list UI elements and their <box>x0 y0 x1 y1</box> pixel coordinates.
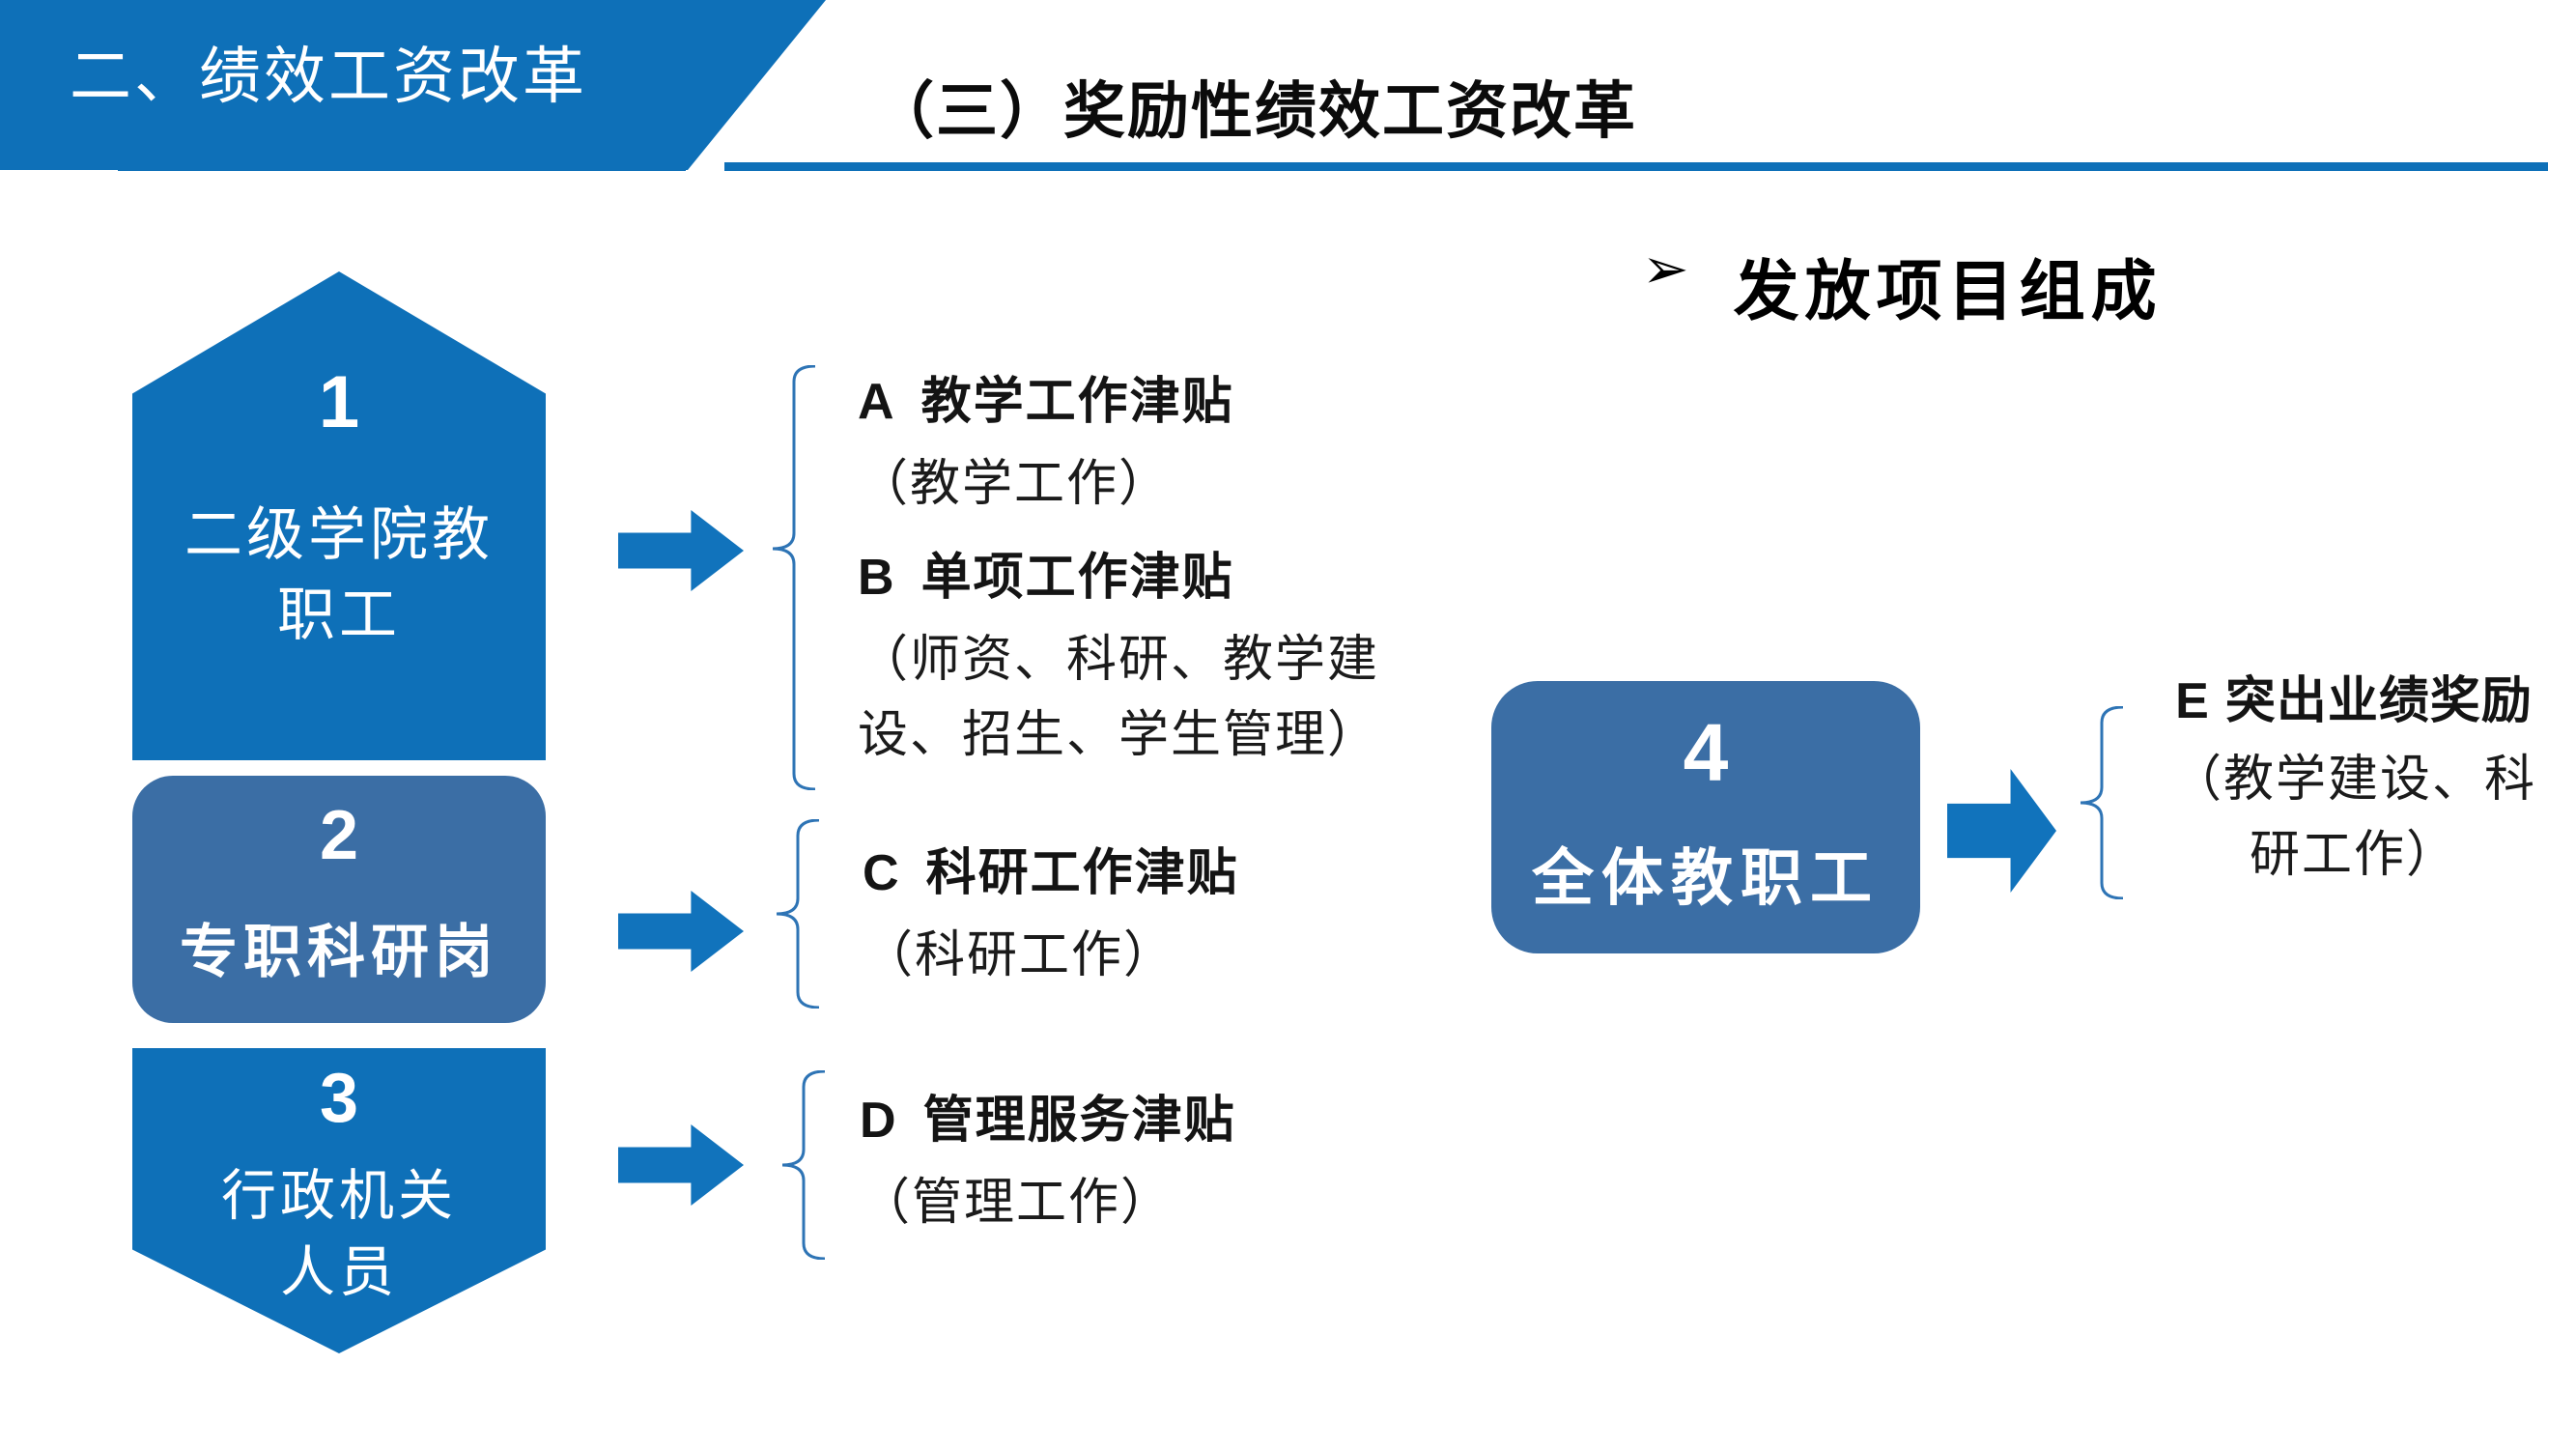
stage-number: 2 <box>319 797 359 874</box>
stage-number: 1 <box>318 361 360 443</box>
stage-shape-4-rounded-box: 4 全体教职工 <box>1491 681 1920 953</box>
allowance-detail: （管理工作） <box>860 1175 1174 1231</box>
allowance-title: D 管理服务津贴 <box>860 1095 1236 1146</box>
allowance-title-text: 突出业绩奖励 <box>2224 673 2533 729</box>
section-banner-label: 二、绩效工资改革 <box>70 42 587 111</box>
stage-shape-3-arrow-down: 3 行政机关人员 <box>132 1048 546 1353</box>
section-header: ➢ 发放项目组成 <box>1642 238 2163 333</box>
right-arrow-icon <box>618 891 744 972</box>
allowance-item-b: B 单项工作津贴 （师资、科研、教学建设、招生、学生管理） <box>858 553 1423 773</box>
title-underline <box>118 162 2548 171</box>
curly-brace-icon <box>2081 706 2125 899</box>
stage-shape-1-pentagon-up: 1 二级学院教职工 <box>132 271 546 760</box>
curly-brace-icon <box>777 819 821 1009</box>
section-header-title: 发放项目组成 <box>1733 255 2163 328</box>
curly-brace-icon <box>782 1070 827 1260</box>
arrowhead-bullet-icon: ➢ <box>1642 238 1689 300</box>
allowance-detail: （教学工作） <box>858 456 1172 512</box>
curly-brace-icon <box>773 365 817 790</box>
stage-label: 专职科研岗 <box>180 920 498 984</box>
right-arrow-icon <box>618 510 744 591</box>
allowance-letter: A <box>858 374 896 430</box>
stage-number: 3 <box>319 1060 359 1137</box>
allowance-detail: （科研工作） <box>863 927 1176 983</box>
allowance-detail: （教学建设、科研工作） <box>2170 752 2536 883</box>
stage-label: 行政机关人员 <box>221 1165 457 1303</box>
allowance-title-text: 科研工作津贴 <box>925 845 1239 901</box>
allowance-item-a: A 教学工作津贴 （教学工作） <box>858 377 1234 522</box>
right-arrow-icon <box>1947 769 2056 893</box>
stage-label: 二级学院教职工 <box>184 502 494 647</box>
allowance-title-text: 单项工作津贴 <box>920 550 1234 606</box>
underline-diagonal-gap <box>686 157 724 176</box>
stage-number: 4 <box>1683 707 1729 798</box>
section-banner: 二、绩效工资改革 <box>0 0 826 170</box>
allowance-detail: （师资、科研、教学建设、招生、学生管理） <box>858 632 1380 763</box>
allowance-title: C 科研工作津贴 <box>863 848 1239 898</box>
allowance-title-text: 教学工作津贴 <box>920 374 1234 430</box>
allowance-title: B 单项工作津贴 <box>858 553 1423 603</box>
allowance-letter: C <box>863 845 901 901</box>
allowance-letter: E <box>2175 673 2210 729</box>
stage-shape-2-rounded-box: 2 专职科研岗 <box>132 776 546 1023</box>
page-title: （三）奖励性绩效工资改革 <box>872 76 1637 146</box>
allowance-letter: B <box>858 550 896 606</box>
right-arrow-icon <box>618 1124 744 1206</box>
allowance-letter: D <box>860 1093 898 1149</box>
allowance-item-d: D 管理服务津贴 （管理工作） <box>860 1095 1236 1240</box>
allowance-title-text: 管理服务津贴 <box>922 1093 1236 1149</box>
allowance-title: A 教学工作津贴 <box>858 377 1234 427</box>
stage-label: 全体教职工 <box>1532 843 1880 913</box>
allowance-item-c: C 科研工作津贴 （科研工作） <box>863 848 1239 993</box>
